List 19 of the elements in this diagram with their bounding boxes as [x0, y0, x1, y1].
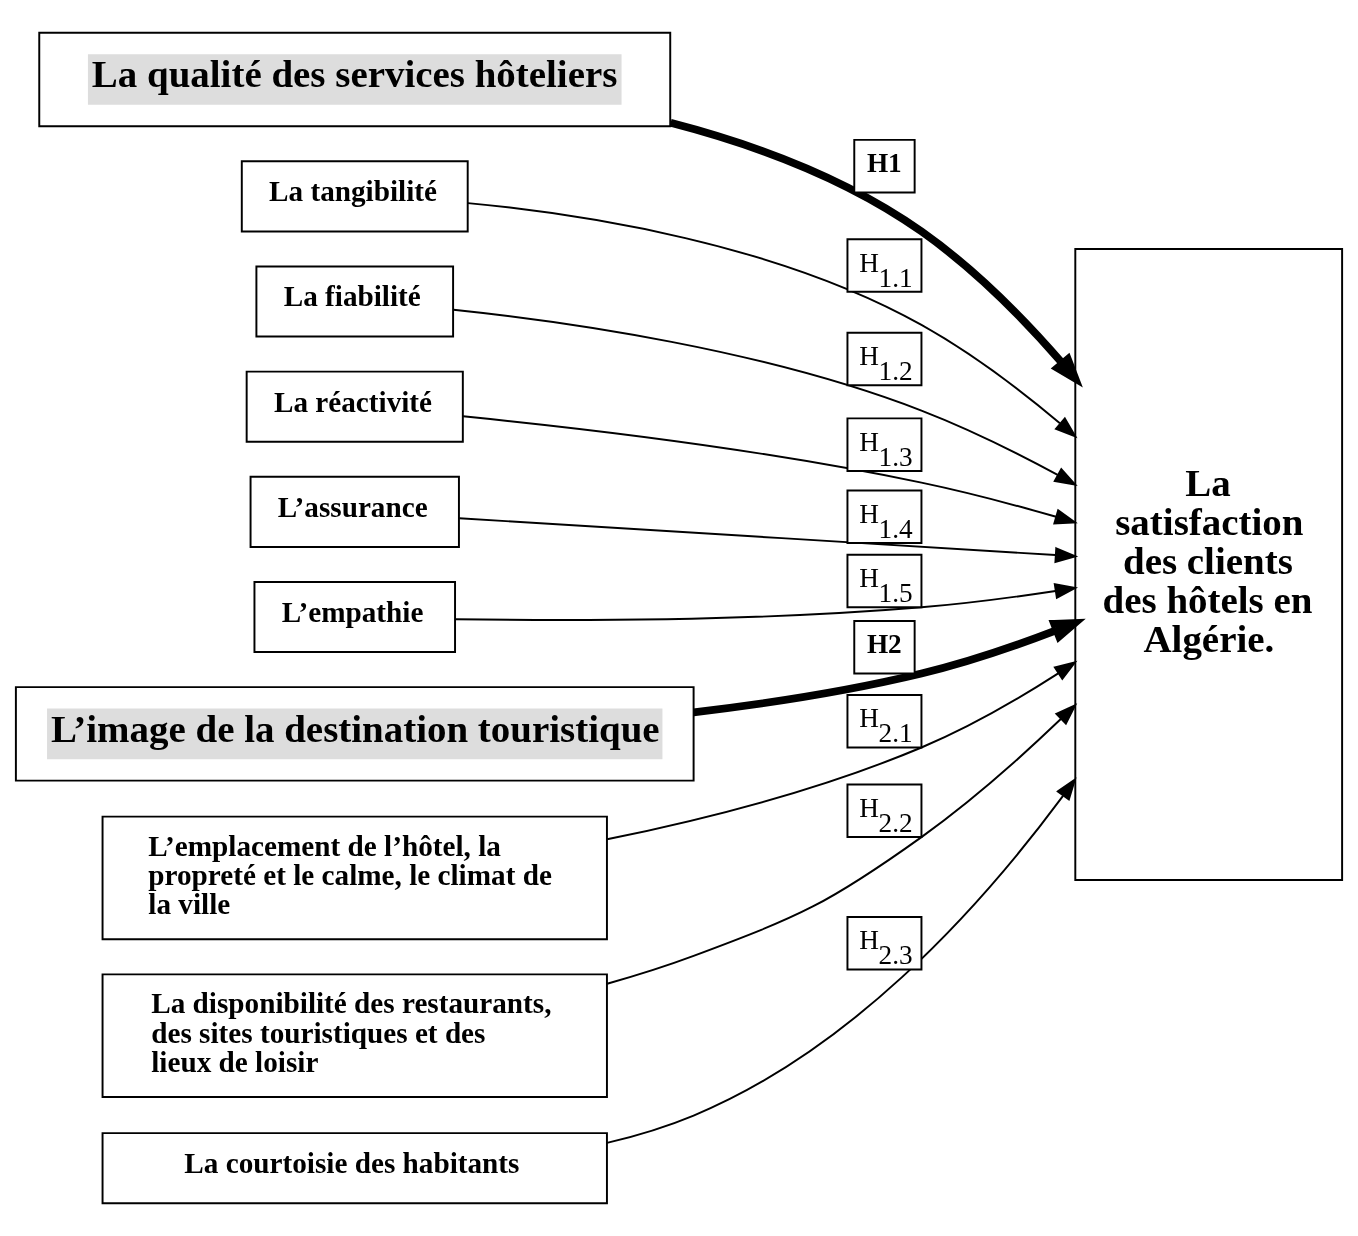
arrow	[466, 202, 1078, 439]
node-box: La courtoisie des habitants	[101, 1132, 608, 1205]
arrow	[606, 777, 1077, 1144]
node-box: La disponibilité des restaurants, des sites touristiques et des lieux de loisir	[101, 973, 608, 1099]
arrow	[452, 308, 1078, 486]
edge-label: H1	[866, 148, 902, 179]
node-box: L’emplacement de l’hôtel, la propreté et le calme, le climat de la ville	[101, 815, 608, 941]
node-box: L’assurance	[249, 475, 460, 548]
arrow	[454, 582, 1078, 621]
node-box: La réactivité	[245, 370, 464, 443]
node-box: La satisfaction des clients des hôtels en Algérie.	[1074, 248, 1344, 881]
edge-label: H2	[866, 629, 902, 660]
node-box: L’image de la destination touristique	[14, 686, 695, 782]
node-box: La fiabilité	[255, 265, 455, 338]
arrow	[606, 703, 1078, 985]
arrow	[458, 517, 1079, 564]
node-box: La qualité des services hôteliers	[38, 31, 672, 128]
node-box: L’empathie	[253, 581, 456, 654]
node-box: La tangibilité	[240, 160, 469, 233]
